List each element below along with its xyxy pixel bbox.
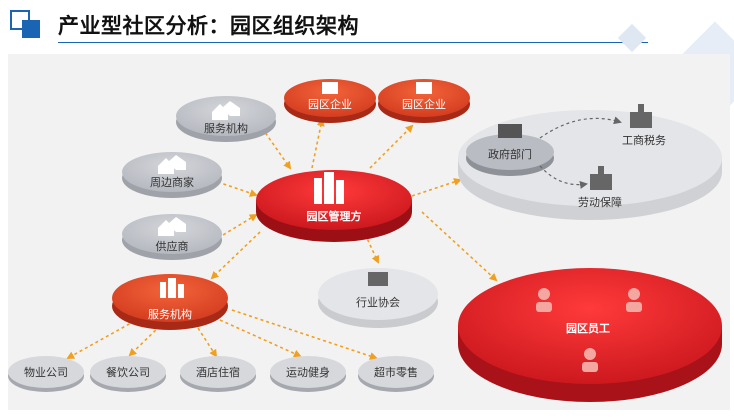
building-icon [498,124,522,138]
header: 产业型社区分析：园区组织架构 [0,0,734,53]
house-icon [158,217,186,236]
building-icon [416,82,432,94]
node-label: 超市零售 [374,365,418,379]
building-icon [368,272,388,286]
gov-arrows [539,116,622,189]
node-business-tax: 工商税务 [622,104,666,147]
node-label: 运动健身 [286,365,330,379]
node-label: 行业协会 [356,295,400,309]
node-labor-security: 劳动保障 [578,166,622,209]
node-label: 酒店住宿 [196,365,240,379]
building-icon [322,82,338,94]
node-neighbor-merchant: 周边商家 [122,152,222,198]
node-park-employees: 园区员工 [536,288,642,372]
connector-arrows [66,118,498,360]
title-underline [58,42,648,43]
node-fitness: 运动健身 [270,356,346,392]
node-label: 餐饮公司 [106,365,150,379]
node-supermarket: 超市零售 [358,356,434,392]
logo-square-filled [22,20,40,38]
people-icon [626,288,642,312]
node-label: 园区管理方 [307,209,362,223]
buildings-icon [160,278,184,298]
factory-icon [590,166,612,190]
node-hotel: 酒店住宿 [180,356,256,392]
node-service-top: 服务机构 [176,96,276,142]
node-label: 园区企业 [402,97,446,111]
employees-platform [458,268,722,402]
node-label: 周边商家 [150,175,194,189]
people-icon [536,288,552,312]
node-label: 服务机构 [204,121,248,135]
node-government: 政府部门 [466,124,554,176]
node-label: 供应商 [156,239,189,253]
people-icon [582,348,598,372]
node-label: 服务机构 [148,307,192,321]
factory-icon [630,104,652,128]
node-park-enterprise-2: 园区企业 [378,79,470,123]
house-icon [158,155,186,174]
node-property: 物业公司 [8,356,84,392]
page-title: 产业型社区分析：园区组织架构 [58,15,359,38]
buildings-icon [314,172,344,204]
node-park-enterprise-1: 园区企业 [284,79,376,123]
node-catering: 餐饮公司 [90,356,166,392]
node-industry-association: 行业协会 [318,268,438,328]
node-park-management: 园区管理方 [256,170,412,242]
node-label: 工商税务 [622,133,666,147]
node-supplier: 供应商 [122,214,222,260]
node-label: 劳动保障 [578,195,622,209]
node-service-org: 服务机构 [112,274,228,330]
node-label: 物业公司 [24,365,68,379]
node-label: 园区员工 [566,322,610,335]
node-label: 政府部门 [488,147,532,161]
node-label: 园区企业 [308,97,352,111]
house-icon [212,101,240,120]
